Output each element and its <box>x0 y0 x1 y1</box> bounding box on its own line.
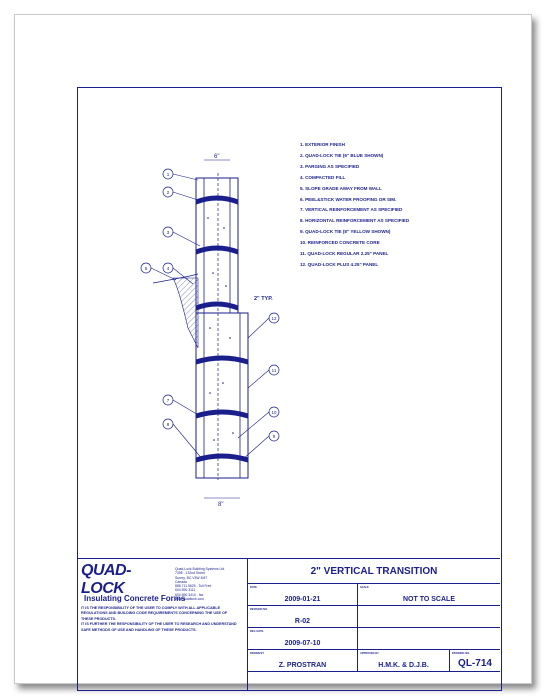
blank-cell <box>358 628 500 650</box>
dim-bottom: 8" <box>218 502 223 508</box>
compacted-fill <box>172 277 199 349</box>
note-item: 3. PARGING AS SPECIFIED <box>300 163 360 169</box>
concrete-speckle <box>207 217 234 441</box>
note-item: 7. VERTICAL REINFORCEMENT AS SPECIFIED <box>300 207 403 213</box>
scale-label: SCALE <box>360 586 369 589</box>
title-block: QUAD-LOCK Insulating Concrete Forms Quad… <box>78 558 500 691</box>
callout-left-1: 1 <box>167 172 170 177</box>
callout-left-4: 4 <box>167 266 170 271</box>
disclaimer-line: REGULATIONS AND BUILDING CODE REQUIREMEN… <box>81 611 228 616</box>
scale-value: NOT TO SCALE <box>403 596 455 603</box>
approved-by-label: APPROVED BY <box>360 652 379 655</box>
note-item: 8. HORIZONTAL REINFORCEMENT AS SPECIFIED <box>300 218 410 224</box>
drawing-title: 2" VERTICAL TRANSITION <box>248 559 500 584</box>
callout-right-11: 11 <box>272 368 277 373</box>
note-item: 2. QUAD-LOCK TIE (6" BLUE SHOWN) <box>300 152 384 158</box>
approved-by-cell: APPROVED BY H.M.K. & D.J.B. <box>358 650 450 672</box>
rev-date-label: REV. DATE <box>250 630 264 633</box>
tie-rows <box>195 195 249 463</box>
note-item: 6. PEEL&STICK WATER PROOFING OR SIM. <box>300 196 397 202</box>
company-line: Quad-Lock Building Systems Ltd. <box>175 567 226 571</box>
note-item: 9. QUAD-LOCK TIE (8" YELLOW SHOWN) <box>300 229 391 235</box>
company-line: 7398 - 132nd Street <box>175 571 205 576</box>
title-block-company: QUAD-LOCK Insulating Concrete Forms Quad… <box>78 559 248 691</box>
drawn-by-cell: DRAWN BY Z. PROSTRAN <box>248 650 358 672</box>
revision-cell: REVISION NO. R-02 <box>248 606 358 628</box>
note-item: 11. QUAD-LOCK REGULAR 2.25" PANEL <box>300 251 389 257</box>
dim-top: 6" <box>214 154 219 160</box>
quad-lock-logo: QUAD-LOCK Insulating Concrete Forms <box>81 562 185 603</box>
dim-typ: 2" TYP. <box>254 296 273 302</box>
date-label: DATE <box>250 586 257 589</box>
disclaimer-line: IT IS FURTHER THE RESPONSIBILITY OF THE … <box>81 622 237 627</box>
drawn-by-label: DRAWN BY <box>250 652 265 655</box>
rev-date-value: 2009-07-10 <box>284 640 321 647</box>
company-line: 888.711.5625 - Toll Free <box>175 584 212 589</box>
disclaimer: IT IS THE RESPONSIBILITY OF THE USER TO … <box>81 606 245 633</box>
callout-left-5: 5 <box>145 266 148 271</box>
logo-subtitle: Insulating Concrete Forms <box>84 594 186 603</box>
title-block-info: 2" VERTICAL TRANSITION DATE 2009-01-21 S… <box>248 559 500 691</box>
note-item: 1. EXTERIOR FINISH <box>300 142 345 147</box>
drawn-by-value: Z. PROSTRAN <box>278 662 327 669</box>
wall-section-drawing: 6" 8" 2" TYP. 1 2 3 4 5 7 8 <box>140 154 280 508</box>
company-line: Canada <box>175 579 187 584</box>
drawing-no-cell: DRAWING NO. QL-714 <box>450 650 500 672</box>
callout-left-2: 2 <box>167 190 170 195</box>
drawing-no-label: DRAWING NO. <box>452 652 470 655</box>
note-item: 12. QUAD-LOCK PLUS 4.25" PANEL <box>300 261 379 267</box>
revision-value: R-02 <box>294 618 311 625</box>
logo-wordmark: QUAD-LOCK <box>81 562 131 597</box>
notes-legend: 1. EXTERIOR FINISH 2. QUAD-LOCK TIE (6" … <box>300 140 500 271</box>
note-item: 4. COMPACTED FILL <box>300 174 346 180</box>
company-line: www.quadlock.com <box>175 597 205 602</box>
note-item: 5. SLOPE GRADE AWAY FROM WALL <box>300 185 382 191</box>
grade-slope <box>152 273 199 284</box>
note-item: 10. REINFORCED CONCRETE CORE <box>300 240 380 246</box>
company-line: 604.590.3410 - fax <box>175 592 204 597</box>
disclaimer-line: SAFE METHODS OF USE AND HANDLING OF THES… <box>81 627 197 632</box>
date-value: 2009-01-21 <box>284 596 321 603</box>
callout-right-12: 12 <box>271 316 277 321</box>
approved-by-value: H.M.K. & D.J.B. <box>378 662 429 669</box>
callout-left-7: 7 <box>167 398 170 403</box>
company-line: 604.590.3111 <box>175 588 196 593</box>
disclaimer-line: THESE PRODUCTS. <box>81 616 117 621</box>
company-address: Quad-Lock Building Systems Ltd. 7398 - 1… <box>175 567 245 601</box>
company-line: Surrey, BC V3W 4M7 <box>175 575 208 580</box>
scale-cell: SCALE NOT TO SCALE <box>358 584 500 606</box>
date-cell: DATE 2009-01-21 <box>248 584 358 606</box>
callout-right-10: 10 <box>271 410 277 415</box>
disclaimer-line: IT IS THE RESPONSIBILITY OF THE USER TO … <box>81 606 221 610</box>
drawing-no-value: QL-714 <box>458 658 492 669</box>
lower-wall <box>195 312 249 479</box>
drawing-frame: 6" 8" 2" TYP. 1 2 3 4 5 7 8 <box>77 87 502 691</box>
drawing-sheet: 6" 8" 2" TYP. 1 2 3 4 5 7 8 <box>14 14 532 691</box>
callout-left-8: 8 <box>167 422 170 427</box>
callout-right-9: 9 <box>273 434 276 439</box>
rev-date-cell: REV. DATE 2009-07-10 <box>248 628 358 650</box>
blank-cell <box>358 606 500 628</box>
callout-left-3: 3 <box>167 230 170 235</box>
revision-label: REVISION NO. <box>250 608 268 611</box>
